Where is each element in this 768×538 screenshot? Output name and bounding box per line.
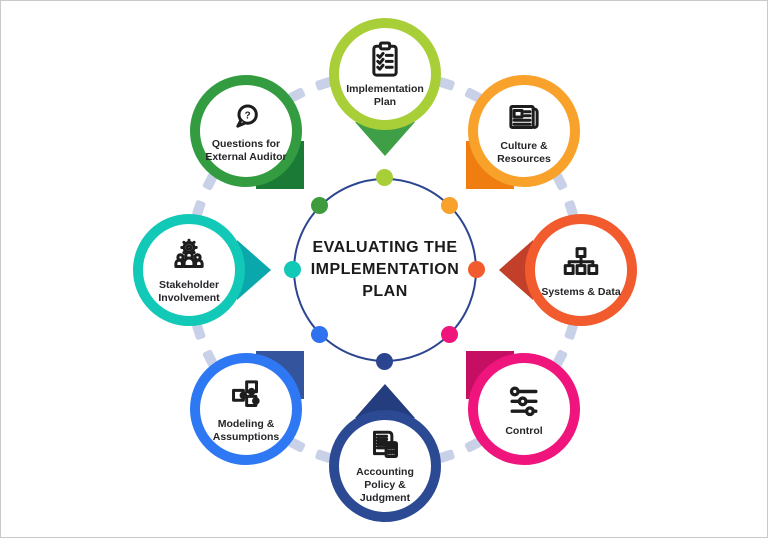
node-label: Modeling & Assumptions <box>212 418 280 443</box>
node-control: Control <box>466 351 580 465</box>
diagram-title: EVALUATING THE IMPLEMENTATION PLAN <box>310 238 460 301</box>
center-dot-bottom-right <box>441 326 458 343</box>
node-label: Stakeholder Involvement <box>158 279 220 304</box>
node-label: Systems & Data <box>541 285 621 298</box>
node-ring: Accounting Policy & Judgment <box>329 410 441 522</box>
node-label: Accounting Policy & Judgment <box>356 466 414 504</box>
node-questions-external-auditor: ? Questions for External Auditor <box>190 75 304 189</box>
node-ring: Modeling & Assumptions <box>190 353 302 465</box>
node-label: Implementation Plan <box>346 83 424 108</box>
sliders-icon <box>503 381 545 423</box>
node-ring: Control <box>468 353 580 465</box>
newspaper-icon <box>503 96 545 138</box>
node-culture-resources: Culture & Resources <box>466 75 580 189</box>
node-ring: Stakeholder Involvement <box>133 214 245 326</box>
node-label: Control <box>505 424 543 437</box>
center-dot-bottom-left <box>311 326 328 343</box>
center-dot-top-left <box>311 197 328 214</box>
node-label: Questions for External Auditor <box>205 137 287 163</box>
node-ring: ? Questions for External Auditor <box>190 75 302 187</box>
sitemap-icon <box>560 242 602 284</box>
svg-text:?: ? <box>244 110 250 121</box>
node-ring: Implementation Plan <box>329 18 441 130</box>
node-label: Culture & Resources <box>497 140 551 165</box>
center-dot-right <box>468 261 485 278</box>
node-accounting-policy-judgment: Accounting Policy & Judgment <box>329 384 441 522</box>
node-systems-data: Systems & Data <box>499 214 637 326</box>
center-dot-top <box>376 169 393 186</box>
node-stakeholder-involvement: Stakeholder Involvement <box>133 214 271 326</box>
node-ring: Systems & Data <box>525 214 637 326</box>
center-dot-left <box>284 261 301 278</box>
node-ring: Culture & Resources <box>468 75 580 187</box>
document-calculator-icon <box>367 427 404 464</box>
people-gear-icon <box>168 235 210 277</box>
center-dot-bottom <box>376 353 393 370</box>
node-modeling-assumptions: Modeling & Assumptions <box>190 351 304 465</box>
question-bubble-icon: ? <box>228 99 265 136</box>
clipboard-checklist-icon <box>364 39 406 81</box>
node-implementation-plan: Implementation Plan <box>329 18 441 156</box>
puzzle-icon <box>225 374 267 416</box>
center-dot-top-right <box>441 197 458 214</box>
